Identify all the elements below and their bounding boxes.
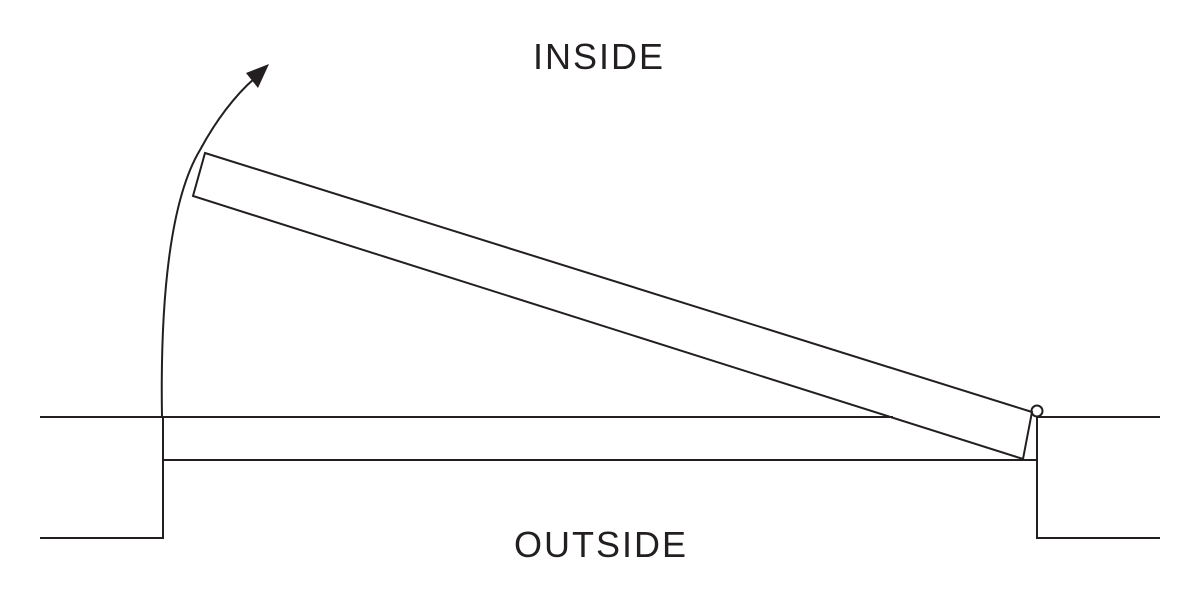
outside-label: OUTSIDE xyxy=(514,524,688,565)
hinge-circle-icon xyxy=(1030,404,1044,418)
wall-inside-right-line xyxy=(1036,416,1160,539)
door-swing-arc xyxy=(160,77,256,418)
door-leaf-open xyxy=(191,151,1034,461)
wall-inside-line xyxy=(40,416,164,539)
swing-arrowhead-icon xyxy=(246,64,269,88)
inside-label: INSIDE xyxy=(533,36,665,77)
